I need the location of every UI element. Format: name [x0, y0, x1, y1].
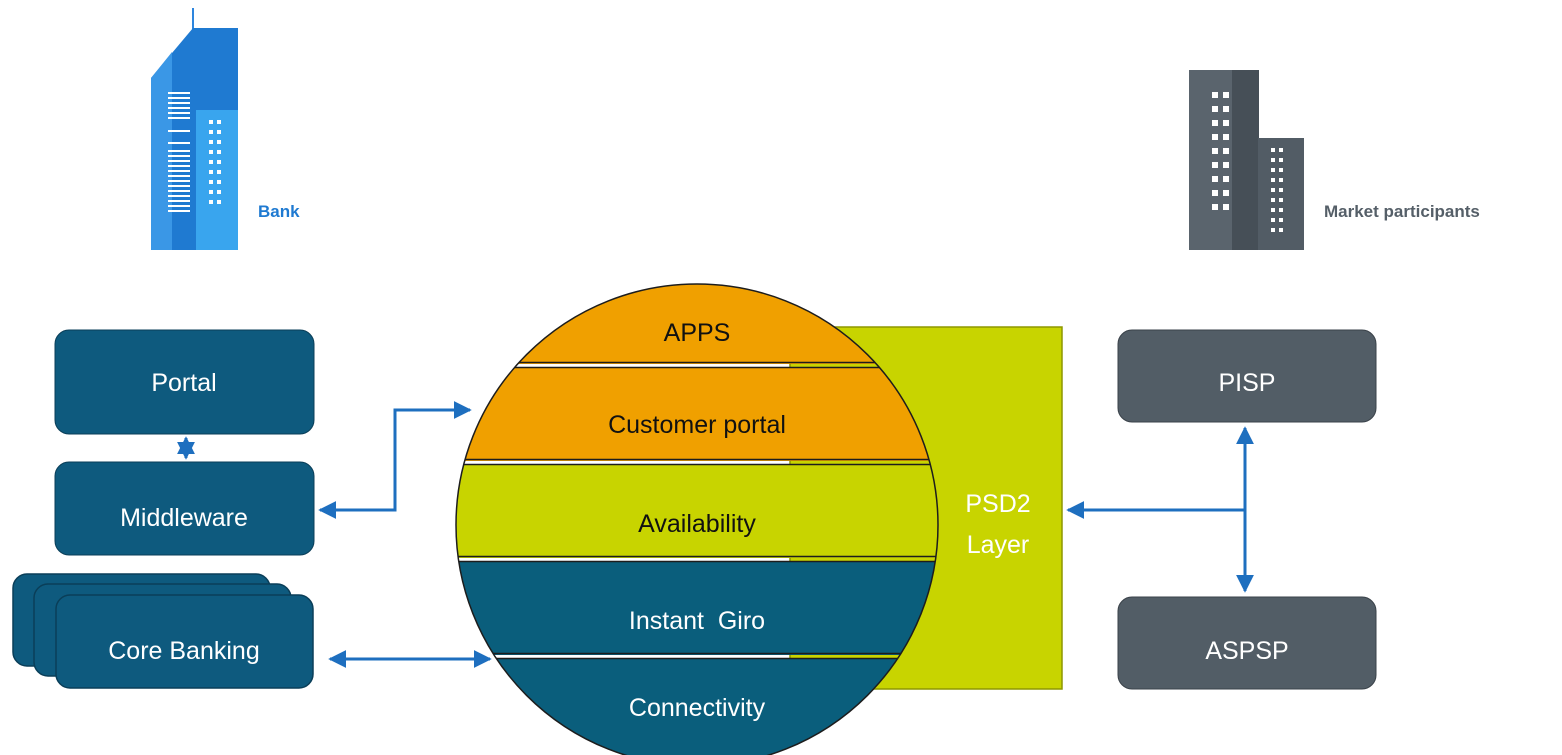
- psd2-label-line1: PSD2: [965, 490, 1030, 518]
- market-participants-label: Market participants: [1324, 202, 1480, 221]
- middleware-box[interactable]: [54, 461, 315, 556]
- middleware-customer-portal-connector: [318, 401, 472, 519]
- portal-label: Portal: [151, 369, 216, 397]
- aspsp-label: ASPSP: [1205, 637, 1288, 665]
- core-banking-stack[interactable]: [12, 573, 314, 689]
- availability-layer[interactable]: [450, 464, 950, 558]
- customer-portal-label: Customer portal: [608, 411, 786, 439]
- bank-building-icon: [151, 8, 238, 250]
- customer-portal-layer[interactable]: [450, 367, 950, 461]
- portal-box[interactable]: [54, 329, 315, 435]
- pisp-box[interactable]: [1117, 329, 1377, 423]
- connectivity-label: Connectivity: [629, 694, 766, 722]
- middleware-label: Middleware: [120, 504, 248, 532]
- core-banking-box[interactable]: [55, 594, 314, 689]
- apps-label: APPS: [664, 319, 731, 347]
- instant-giro-label: Instant Giro: [629, 607, 765, 635]
- market-building-icon: [1189, 70, 1304, 250]
- psd2-label-line2: Layer: [967, 531, 1030, 559]
- availability-label: Availability: [638, 510, 756, 538]
- bank-label: Bank: [258, 202, 300, 221]
- aspsp-box[interactable]: [1117, 596, 1377, 690]
- pisp-label: PISP: [1219, 369, 1276, 397]
- core-banking-label: Core Banking: [108, 637, 259, 665]
- instant-giro-layer[interactable]: [450, 561, 950, 655]
